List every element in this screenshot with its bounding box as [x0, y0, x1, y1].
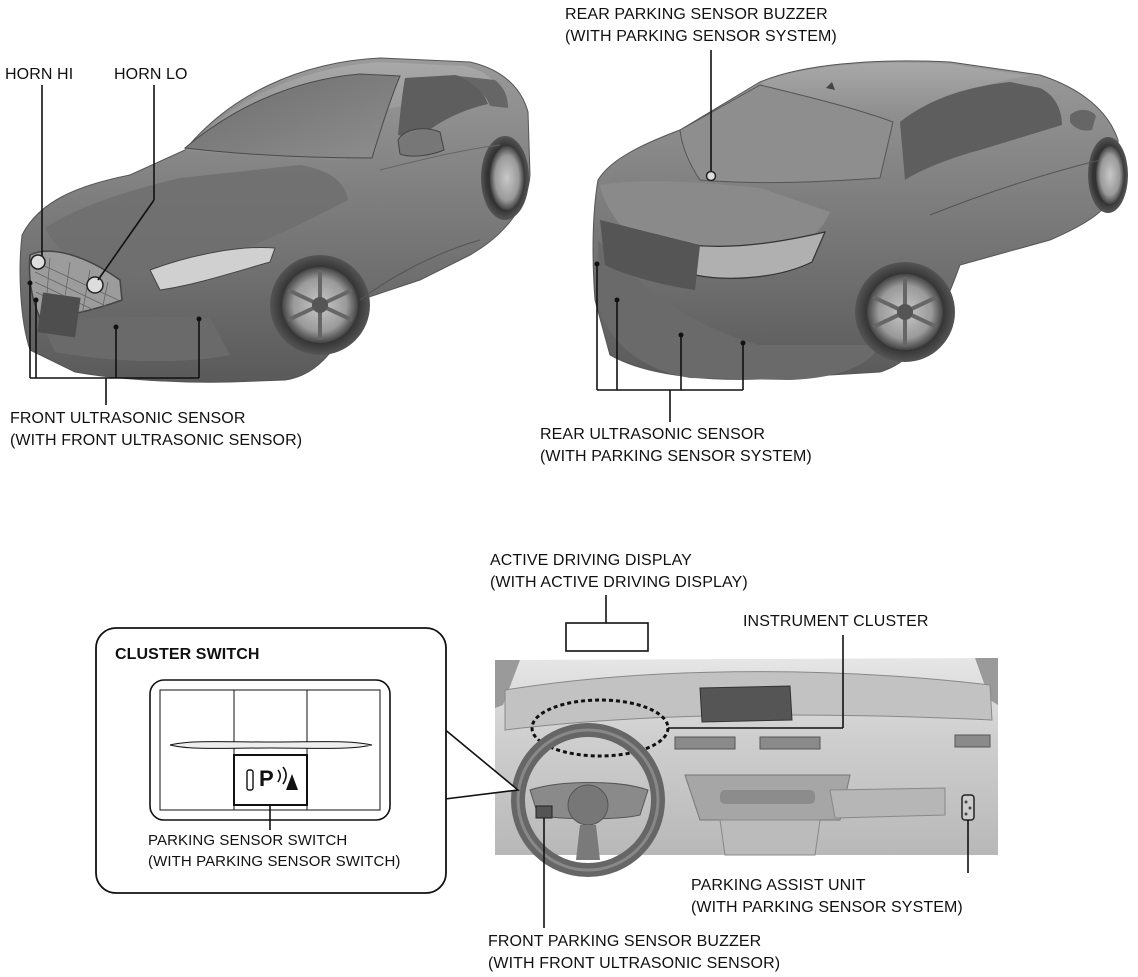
parking-sensor-switch-label: PARKING SENSOR SWITCH (WITH PARKING SENS…	[148, 830, 401, 872]
rear-car-illustration	[592, 60, 1128, 380]
front-buzzer-line1: FRONT PARKING SENSOR BUZZER	[488, 933, 762, 950]
rear-ultrasonic-sensor-label: REAR ULTRASONIC SENSOR (WITH PARKING SEN…	[540, 424, 812, 468]
parking-switch-line2: (WITH PARKING SENSOR SWITCH)	[148, 853, 401, 870]
active-driving-display-label: ACTIVE DRIVING DISPLAY (WITH ACTIVE DRIV…	[490, 550, 748, 594]
front-sensor-line1: FRONT ULTRASONIC SENSOR	[10, 410, 246, 427]
parking-assist-line2: (WITH PARKING SENSOR SYSTEM)	[691, 899, 963, 916]
dashboard-illustration	[495, 658, 998, 877]
cluster-switch-title: CLUSTER SWITCH	[115, 646, 260, 663]
active-display-line2: (WITH ACTIVE DRIVING DISPLAY)	[490, 574, 748, 591]
rear-buzzer-line1: REAR PARKING SENSOR BUZZER	[565, 6, 828, 23]
cluster-switch-inset	[95, 627, 520, 894]
front-buzzer-line2: (WITH FRONT ULTRASONIC SENSOR)	[488, 955, 781, 972]
front-parking-sensor-buzzer-label: FRONT PARKING SENSOR BUZZER (WITH FRONT …	[488, 931, 780, 975]
active-driving-display-box	[565, 622, 649, 652]
instrument-cluster-label: INSTRUMENT CLUSTER	[743, 613, 929, 630]
parking-switch-line1: PARKING SENSOR SWITCH	[148, 832, 348, 849]
rear-parking-sensor-buzzer-label: REAR PARKING SENSOR BUZZER (WITH PARKING…	[565, 4, 837, 48]
horn-lo-label: HORN LO	[114, 66, 188, 83]
parking-assist-unit-label: PARKING ASSIST UNIT (WITH PARKING SENSOR…	[691, 875, 963, 919]
active-display-line1: ACTIVE DRIVING DISPLAY	[490, 552, 692, 569]
rear-sensor-line1: REAR ULTRASONIC SENSOR	[540, 426, 766, 443]
leader-lines	[29, 50, 969, 928]
front-sensor-line2: (WITH FRONT ULTRASONIC SENSOR)	[10, 432, 303, 449]
rear-sensor-line2: (WITH PARKING SENSOR SYSTEM)	[540, 448, 812, 465]
front-car-illustration	[19, 57, 531, 383]
parking-assist-line1: PARKING ASSIST UNIT	[691, 877, 866, 894]
horn-hi-label: HORN HI	[5, 66, 74, 83]
parking-switch-p-glyph: P	[259, 766, 274, 791]
front-ultrasonic-sensor-label: FRONT ULTRASONIC SENSOR (WITH FRONT ULTR…	[10, 408, 302, 452]
rear-buzzer-line2: (WITH PARKING SENSOR SYSTEM)	[565, 28, 837, 45]
